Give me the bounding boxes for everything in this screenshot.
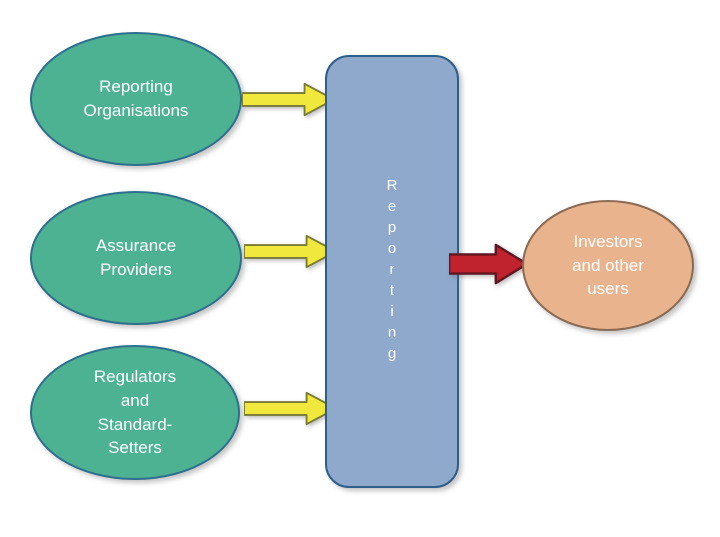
node-reporting-organisations-label: Reporting Organisations — [83, 77, 189, 120]
right-arrow-icon — [449, 243, 527, 285]
node-reporting-process-label: Reporting — [383, 177, 401, 366]
node-reporting-process: Reporting — [325, 55, 459, 488]
node-regulators-standard-setters-label: Regulators and Standard- Setters — [93, 366, 177, 458]
node-investors-and-other-users: Investors and other users — [522, 200, 694, 331]
node-investors-and-other-users-label: Investors and other users — [572, 231, 644, 299]
right-arrow-icon — [244, 391, 336, 426]
node-assurance-providers-label: Assurance Providers — [95, 236, 177, 279]
node-regulators-standard-setters: Regulators and Standard- Setters — [30, 345, 240, 480]
right-arrow-icon — [244, 234, 336, 269]
node-assurance-providers: Assurance Providers — [30, 191, 242, 325]
node-reporting-organisations: Reporting Organisations — [30, 32, 242, 166]
right-arrow-icon — [242, 82, 334, 117]
